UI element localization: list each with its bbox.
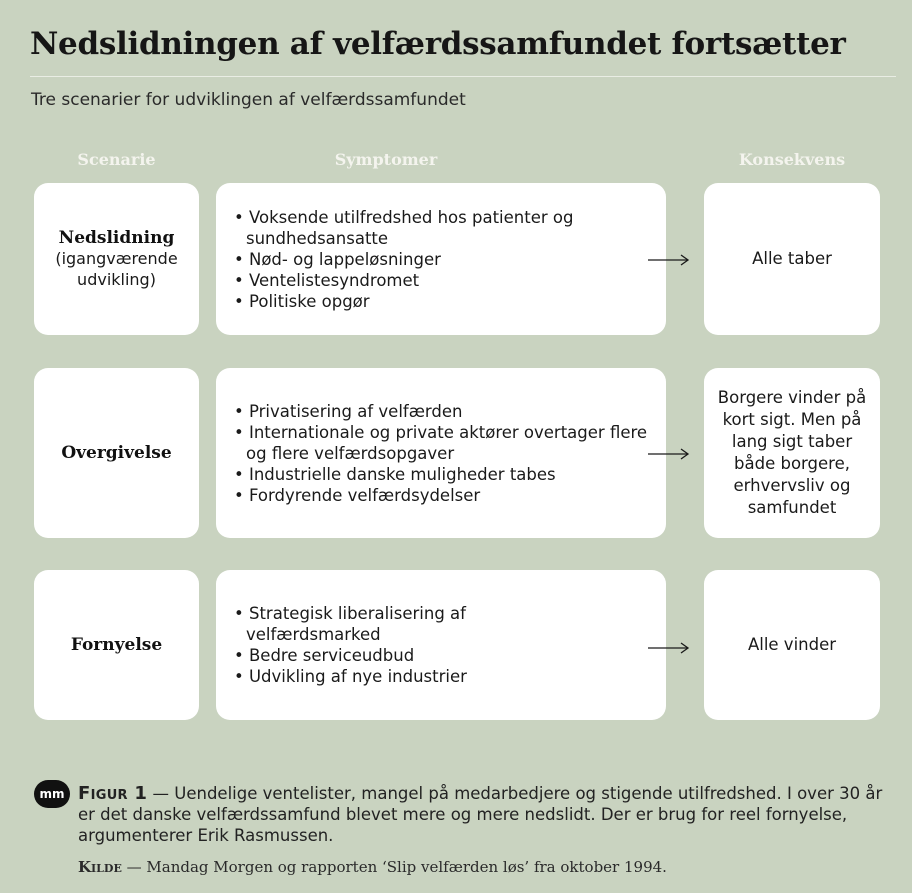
source-label: Kilde <box>78 858 122 876</box>
right-arrow-icon <box>648 642 690 654</box>
figure-title: Nedslidningen af velfærdssamfundet forts… <box>30 26 846 62</box>
symptom-item: Industrielle danske muligheder tabes <box>234 464 649 485</box>
symptom-item: Privatisering af velfærden <box>234 401 649 422</box>
symptom-box-overgivelse: Privatisering af velfærden International… <box>216 368 666 538</box>
title-divider <box>30 76 896 77</box>
right-arrow-icon <box>648 448 690 460</box>
column-header-symptoms: Symptomer <box>334 150 438 169</box>
scenario-box-fornyelse: Fornyelse <box>34 570 199 720</box>
symptom-box-fornyelse: Strategisk liberalisering af velfærdsmar… <box>216 570 666 720</box>
scenario-note: udvikling) <box>77 270 156 289</box>
figure-source: Kilde — Mandag Morgen og rapporten ‘Slip… <box>78 858 893 876</box>
caption-dash: — <box>152 784 175 803</box>
symptom-item: Voksende utilfredshed hos patienter og s… <box>234 207 594 249</box>
symptom-list: Voksende utilfredshed hos patienter og s… <box>234 207 594 312</box>
scenario-name: Fornyelse <box>70 635 163 655</box>
scenario-box-nedslidning: Nedslidning (igangværende udvikling) <box>34 183 199 335</box>
symptom-list: Strategisk liberalisering af velfærdsmar… <box>234 603 564 687</box>
symptom-item: Ventelistesyndromet <box>234 270 594 291</box>
consequence-text: Alle taber <box>752 249 832 268</box>
symptom-list: Privatisering af velfærden International… <box>234 401 649 506</box>
symptom-item: Internationale og private aktører overta… <box>234 422 649 464</box>
consequence-text: Borgere vinder på kort sigt. Men på lang… <box>717 388 867 517</box>
symptom-item: Fordyrende velfærdsydelser <box>234 485 649 506</box>
scenario-note: (igangværende <box>55 249 178 268</box>
consequence-box-nedslidning: Alle taber <box>704 183 880 335</box>
figure-caption: Figur 1 — Uendelige ventelister, mangel … <box>78 783 893 846</box>
symptom-box-nedslidning: Voksende utilfredshed hos patienter og s… <box>216 183 666 335</box>
source-dash: — <box>126 858 147 876</box>
symptom-item: Bedre serviceudbud <box>234 645 564 666</box>
caption-text: Uendelige ventelister, mangel på medarbe… <box>78 784 883 845</box>
figure-subtitle: Tre scenarier for udviklingen af velfærd… <box>31 90 466 110</box>
column-header-scenario: Scenarie <box>77 150 156 169</box>
source-text: Mandag Morgen og rapporten ‘Slip velfærd… <box>146 858 667 876</box>
column-header-consequence: Konsekvens <box>738 150 846 169</box>
mandag-morgen-logo-icon: mm <box>34 780 70 808</box>
consequence-text: Alle vinder <box>747 635 837 654</box>
symptom-item: Nød- og lappeløsninger <box>234 249 594 270</box>
symptom-item: Udvikling af nye industrier <box>234 666 564 687</box>
scenario-box-overgivelse: Overgivelse <box>34 368 199 538</box>
consequence-box-fornyelse: Alle vinder <box>704 570 880 720</box>
consequence-box-overgivelse: Borgere vinder på kort sigt. Men på lang… <box>704 368 880 538</box>
scenario-name: Nedslidning <box>58 228 175 248</box>
symptom-item: Strategisk liberalisering af velfærdsmar… <box>234 603 564 645</box>
scenario-name: Overgivelse <box>61 443 172 463</box>
figure-label: Figur 1 <box>78 783 148 804</box>
right-arrow-icon <box>648 254 690 266</box>
symptom-item: Politiske opgør <box>234 291 594 312</box>
